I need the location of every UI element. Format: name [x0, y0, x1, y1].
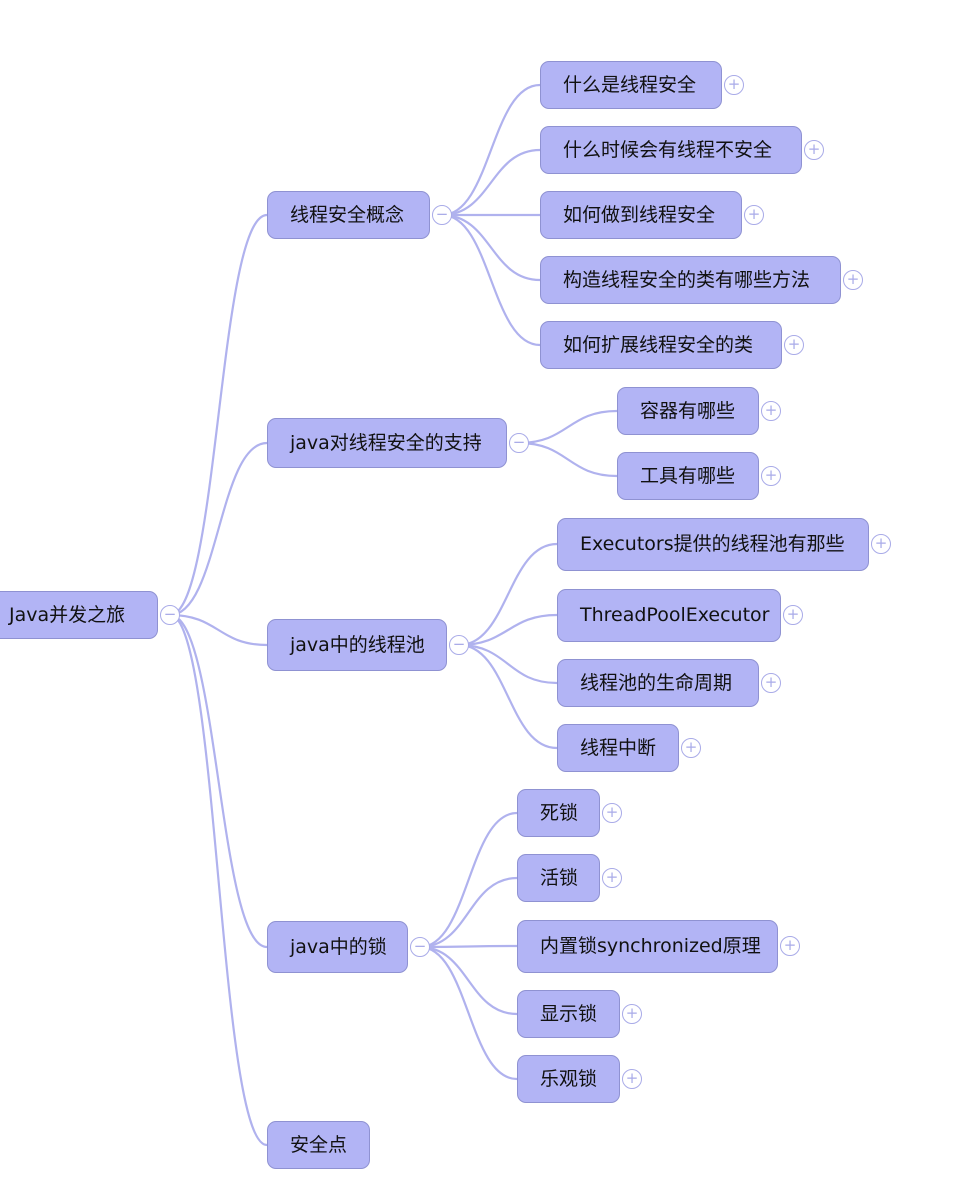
leaf-node[interactable]: 构造线程安全的类有哪些方法	[540, 256, 841, 304]
leaf-node[interactable]: 死锁	[517, 789, 600, 837]
expand-icon[interactable]: +	[780, 936, 800, 956]
connector-line	[458, 613, 558, 647]
connector-line	[419, 945, 518, 1016]
connector-line	[441, 213, 541, 347]
expand-icon[interactable]: +	[871, 534, 891, 554]
expand-icon[interactable]: +	[681, 738, 701, 758]
leaf-node[interactable]: 线程池的生命周期	[557, 659, 759, 707]
connector-line	[169, 213, 268, 617]
leaf-node[interactable]: 容器有哪些	[617, 387, 759, 435]
expand-icon[interactable]: +	[783, 605, 803, 625]
branch-node-java-thread-safety-support[interactable]: java对线程安全的支持	[267, 418, 507, 468]
connector-line	[518, 441, 618, 478]
expand-icon[interactable]: +	[843, 270, 863, 290]
branch-collapse-icon[interactable]: −	[509, 433, 529, 453]
expand-icon[interactable]: +	[622, 1004, 642, 1024]
branch-node-java-locks[interactable]: java中的锁	[267, 921, 408, 973]
connector-line	[441, 213, 541, 282]
branch-node-java-thread-pool[interactable]: java中的线程池	[267, 619, 447, 671]
connector-line	[458, 542, 558, 647]
connector-line	[419, 876, 518, 949]
expand-icon[interactable]: +	[784, 335, 804, 355]
expand-icon[interactable]: +	[804, 140, 824, 160]
leaf-node[interactable]: Executors提供的线程池有那些	[557, 518, 869, 571]
leaf-node[interactable]: 线程中断	[557, 724, 679, 772]
connector-line	[169, 441, 268, 617]
branch-node-safepoint[interactable]: 安全点	[267, 1121, 370, 1169]
connector-line	[419, 944, 518, 949]
connector-line	[419, 811, 518, 949]
leaf-node[interactable]: 乐观锁	[517, 1055, 620, 1103]
leaf-node[interactable]: 如何做到线程安全	[540, 191, 742, 239]
leaf-node[interactable]: 如何扩展线程安全的类	[540, 321, 782, 369]
root-collapse-icon[interactable]: −	[160, 605, 180, 625]
expand-icon[interactable]: +	[761, 673, 781, 693]
expand-icon[interactable]: +	[761, 466, 781, 486]
leaf-node[interactable]: 内置锁synchronized原理	[517, 920, 778, 973]
expand-icon[interactable]: +	[602, 803, 622, 823]
branch-collapse-icon[interactable]: −	[432, 205, 452, 225]
connector-line	[419, 945, 518, 1081]
branch-collapse-icon[interactable]: −	[410, 937, 430, 957]
connector-line	[169, 613, 268, 1147]
expand-icon[interactable]: +	[602, 868, 622, 888]
connector-line	[458, 643, 558, 685]
branch-node-thread-safety-concept[interactable]: 线程安全概念	[267, 191, 430, 239]
connector-line	[169, 613, 268, 647]
connector-line	[169, 613, 268, 949]
leaf-node[interactable]: ThreadPoolExecutor	[557, 589, 781, 642]
expand-icon[interactable]: +	[761, 401, 781, 421]
expand-icon[interactable]: +	[622, 1069, 642, 1089]
expand-icon[interactable]: +	[744, 205, 764, 225]
leaf-node[interactable]: 什么时候会有线程不安全	[540, 126, 802, 174]
branch-collapse-icon[interactable]: −	[449, 635, 469, 655]
connector-line	[518, 409, 618, 445]
leaf-node[interactable]: 什么是线程安全	[540, 61, 722, 109]
root-node[interactable]: Java并发之旅	[0, 591, 158, 639]
leaf-node[interactable]: 显示锁	[517, 990, 620, 1038]
connector-line	[458, 643, 558, 750]
leaf-node[interactable]: 工具有哪些	[617, 452, 759, 500]
leaf-node[interactable]: 活锁	[517, 854, 600, 902]
connector-line	[441, 148, 541, 217]
connector-line	[441, 83, 541, 217]
expand-icon[interactable]: +	[724, 75, 744, 95]
